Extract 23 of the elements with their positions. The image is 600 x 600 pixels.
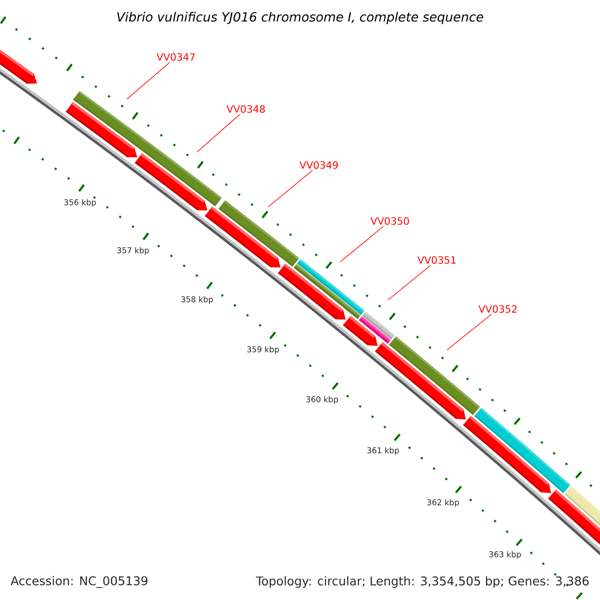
tick-label: 356 kbp xyxy=(64,199,96,207)
tick-label: 362 kbp xyxy=(427,499,459,507)
gene-label: VV0350 xyxy=(370,217,409,225)
tick-label: 360 kbp xyxy=(306,396,338,404)
tick-label: 357 kbp xyxy=(117,247,149,255)
tick-label: 359 kbp xyxy=(247,346,279,354)
gene-label: VV0349 xyxy=(300,161,338,169)
gene-label: VV0351 xyxy=(418,256,456,264)
tick-label: 361 kbp xyxy=(367,447,399,455)
leader-line xyxy=(340,226,384,262)
leader-line xyxy=(126,62,170,100)
leader-line xyxy=(268,170,313,208)
accession-note: Accession: NC_005139 xyxy=(10,576,148,588)
gene-label: VV0347 xyxy=(156,53,195,61)
tick-label: 363 kbp xyxy=(489,551,521,559)
leader-line xyxy=(388,265,431,300)
tick-label: 358 kbp xyxy=(181,296,213,304)
leader-line xyxy=(196,114,240,152)
title: Vibrio vulnificus YJ016 chromosome I, complete sequence xyxy=(117,12,484,24)
gene-label: VV0348 xyxy=(226,105,265,113)
gene-label: VV0352 xyxy=(478,305,517,313)
sequence-summary: Topology: circular; Length: 3,354,505 bp; Genes: 3,386 xyxy=(256,576,589,588)
leader-line xyxy=(446,314,492,350)
